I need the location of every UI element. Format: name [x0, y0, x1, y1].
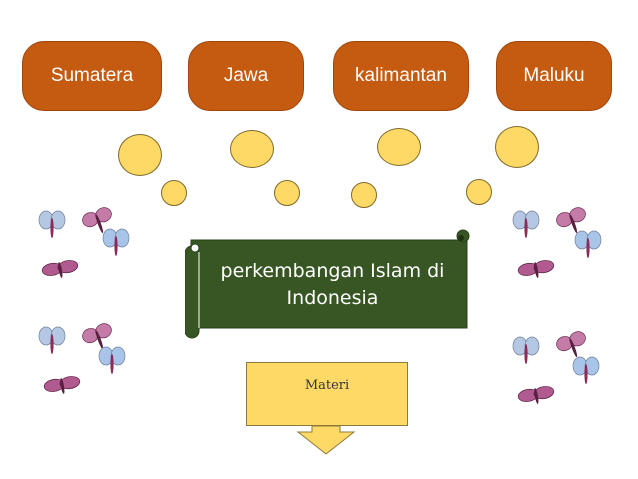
region-label: Jawa	[223, 65, 269, 86]
central-topic: perkembangan Islam di Indonesia	[200, 258, 465, 318]
thought-bubble-large	[118, 134, 162, 176]
scroll-banner	[185, 229, 470, 339]
butterfly-icon	[38, 210, 66, 238]
region-label: kalimantan	[355, 65, 447, 86]
thought-bubble-large	[230, 130, 274, 168]
region-kalimantan: kalimantan	[333, 41, 469, 111]
thought-bubble-small	[161, 180, 187, 206]
butterfly-icon	[512, 210, 540, 238]
region-maluku: Maluku	[496, 41, 612, 111]
region-label: Sumatera	[50, 65, 134, 86]
butterfly-icon	[82, 323, 112, 350]
region-sumatera: Sumatera	[22, 41, 162, 111]
region-label: Maluku	[523, 65, 585, 86]
region-jawa: Jawa	[188, 41, 304, 111]
butterfly-icon	[43, 376, 81, 394]
butterfly-icon	[98, 346, 126, 374]
down-arrow-icon	[296, 426, 356, 455]
butterfly-cluster-top-right	[512, 207, 602, 278]
thought-bubble-small	[351, 182, 377, 208]
central-topic-line2: Indonesia	[286, 287, 379, 309]
butterfly-icon	[41, 260, 79, 278]
butterfly-icon	[102, 228, 130, 256]
butterfly-icon	[38, 326, 66, 354]
butterfly-icon	[517, 386, 555, 404]
butterfly-icon	[574, 230, 602, 258]
butterfly-icon	[556, 207, 586, 234]
materi-label: Materi	[304, 378, 350, 393]
thought-bubble-small	[274, 180, 300, 206]
butterfly-cluster-bottom-left	[38, 323, 126, 394]
materi-box	[246, 362, 408, 426]
thought-bubble-small	[466, 179, 492, 205]
thought-bubble-large	[377, 128, 421, 166]
butterfly-icon	[82, 207, 112, 234]
butterfly-cluster-top-left	[38, 207, 130, 278]
butterfly-cluster-bottom-right	[512, 331, 600, 404]
butterfly-icon	[556, 331, 586, 358]
thought-bubble-large	[495, 126, 539, 168]
butterfly-icon	[512, 336, 540, 364]
central-topic-line1: perkembangan Islam di	[220, 260, 445, 282]
butterfly-icon	[517, 260, 555, 278]
butterfly-icon	[572, 356, 600, 384]
